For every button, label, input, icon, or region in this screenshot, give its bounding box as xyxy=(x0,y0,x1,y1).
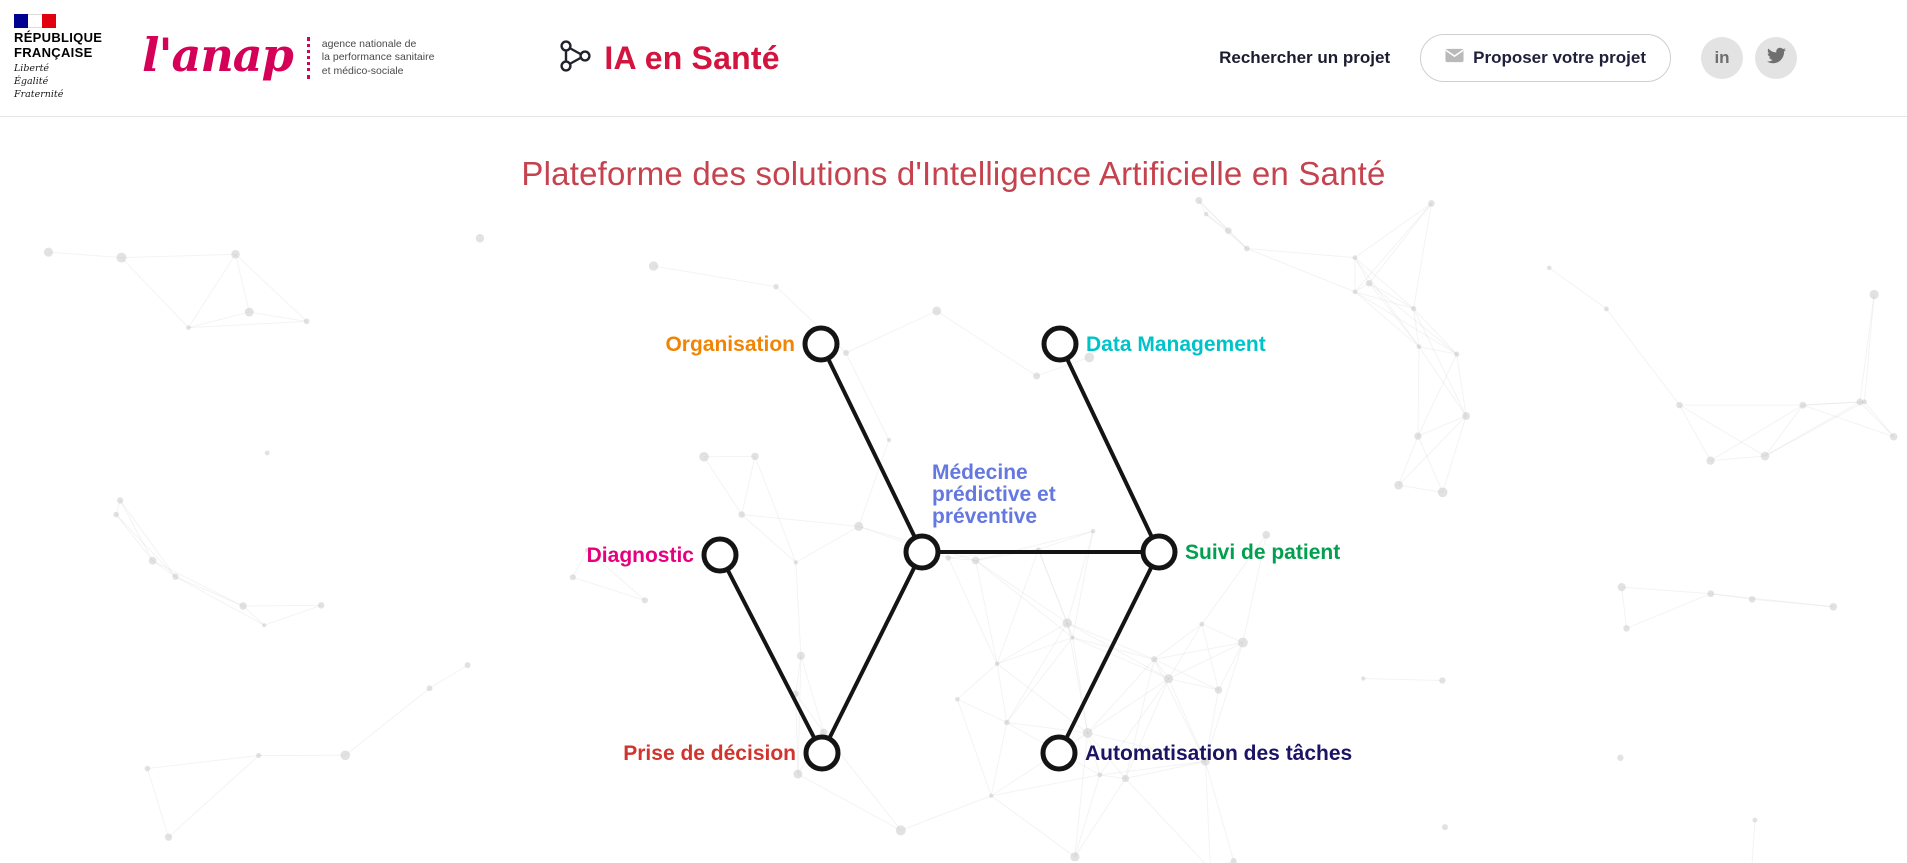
header: RÉPUBLIQUE FRANÇAISE Liberté Égalité Fra… xyxy=(0,0,1907,117)
node-label-diagnostic: Diagnostic xyxy=(587,544,695,567)
linkedin-icon: in xyxy=(1714,48,1730,67)
header-right: Rechercher un projet Proposer votre proj… xyxy=(1219,34,1797,82)
gov-motto-line2: Égalité xyxy=(14,76,49,88)
anap-tagline: agence nationale de la performance sanit… xyxy=(322,38,435,79)
envelope-icon xyxy=(1445,48,1464,68)
node-label-data-management: Data Management xyxy=(1086,333,1266,356)
gov-motto-line3: Fraternité xyxy=(14,88,64,100)
gov-name-line2: FRANÇAISE xyxy=(14,44,93,60)
linkedin-button[interactable]: in xyxy=(1701,37,1743,79)
edge-organisation--medecine-predictive xyxy=(819,343,924,553)
site-brand[interactable]: IA en Santé xyxy=(554,36,780,81)
anap-tagline-line2: la performance sanitaire xyxy=(321,51,435,64)
anap-wordmark: l'anap xyxy=(142,28,294,82)
propose-project-label: Proposer votre projet xyxy=(1473,48,1646,67)
anap-tagline-line1: agence nationale de xyxy=(321,37,417,50)
node-suivi-patient[interactable]: Suivi de patient xyxy=(1140,533,1340,571)
anap-logo-divider xyxy=(306,37,310,79)
republique-francaise-logo: RÉPUBLIQUE FRANÇAISE Liberté Égalité Fra… xyxy=(14,14,114,102)
network-icon xyxy=(554,36,594,81)
node-label-prise-decision: Prise de décision xyxy=(623,742,796,765)
edge-suivi-patient--automatisation xyxy=(1057,551,1161,754)
site-title: IA en Santé xyxy=(604,39,780,76)
anap-logo[interactable]: l'anap agence nationale de la performanc… xyxy=(142,32,434,84)
node-diagnostic[interactable]: Diagnostic xyxy=(587,536,739,574)
node-label-automatisation: Automatisation des tâches xyxy=(1085,742,1352,765)
gov-motto: Liberté Égalité Fraternité xyxy=(14,63,114,101)
propose-project-button[interactable]: Proposer votre projet xyxy=(1420,34,1671,82)
edge-diagnostic--prise-decision xyxy=(718,554,824,754)
gov-name-line1: RÉPUBLIQUE xyxy=(14,30,103,46)
node-label-organisation: Organisation xyxy=(665,333,795,356)
edge-prise-decision--medecine-predictive xyxy=(820,551,924,754)
gov-name: RÉPUBLIQUE FRANÇAISE xyxy=(14,31,114,60)
twitter-icon xyxy=(1766,46,1786,70)
edge-data-management--suivi-patient xyxy=(1058,343,1161,553)
node-automatisation[interactable]: Automatisation des tâches xyxy=(1040,734,1352,772)
twitter-button[interactable] xyxy=(1755,37,1797,79)
page-title: Plateforme des solutions d'Intelligence … xyxy=(521,155,1386,192)
background-constellation xyxy=(43,197,1898,863)
search-project-link[interactable]: Rechercher un projet xyxy=(1219,48,1391,67)
node-organisation[interactable]: Organisation xyxy=(665,325,840,363)
social-links: in xyxy=(1701,37,1797,79)
french-flag-icon xyxy=(14,14,56,29)
node-data-management[interactable]: Data Management xyxy=(1041,325,1266,363)
node-prise-decision[interactable]: Prise de décision xyxy=(623,734,841,772)
gov-motto-line1: Liberté xyxy=(14,63,50,75)
node-label-suivi-patient: Suivi de patient xyxy=(1185,541,1340,564)
anap-tagline-line3: et médico-sociale xyxy=(321,64,404,77)
